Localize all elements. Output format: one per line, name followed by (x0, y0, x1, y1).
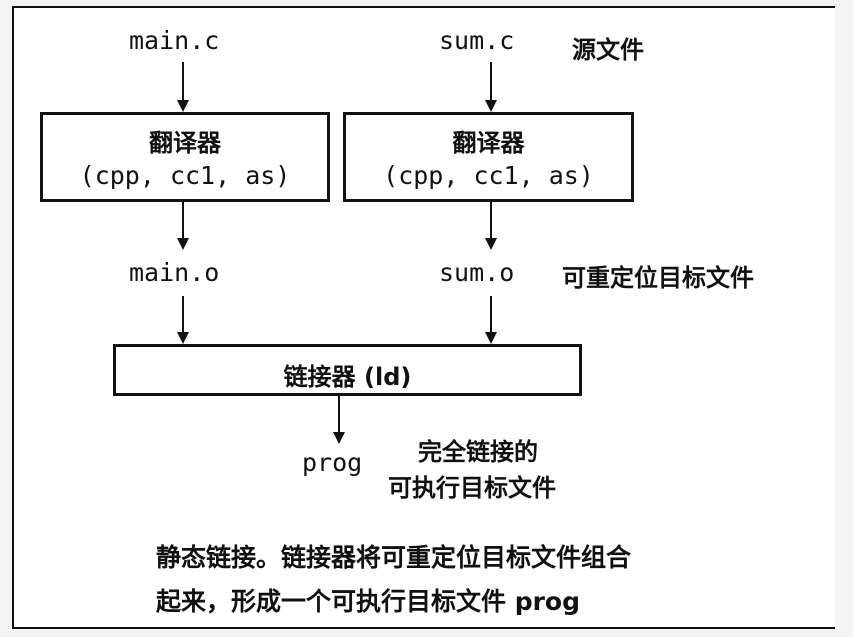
executable-label-line2: 可执行目标文件 (388, 474, 556, 502)
diagram-canvas (12, 6, 835, 629)
relocatable-files-label: 可重定位目标文件 (562, 264, 754, 292)
arrow-main-c-to-translator (176, 62, 190, 112)
arrow-translator-to-main-o (176, 202, 190, 250)
object-sum-o: sum.o (439, 258, 515, 287)
translator-right-tools: (cpp, cc1, as) (383, 161, 594, 190)
translator-box-left: 翻译器 (cpp, cc1, as) (40, 112, 330, 202)
object-main-o: main.o (129, 258, 220, 287)
source-files-label: 源文件 (572, 36, 644, 64)
linker-label: 链接器 (ld) (283, 363, 412, 391)
arrow-linker-to-prog (332, 396, 346, 444)
arrow-sum-o-to-linker (484, 296, 498, 344)
linker-box: 链接器 (ld) (113, 344, 582, 396)
arrow-main-o-to-linker (176, 296, 190, 344)
translator-box-right: 翻译器 (cpp, cc1, as) (343, 112, 634, 202)
output-prog: prog (302, 448, 363, 477)
source-sum-c: sum.c (439, 26, 515, 55)
caption-line2: 起来，形成一个可执行目标文件 prog (156, 587, 581, 616)
translator-right-title: 翻译器 (452, 129, 525, 157)
translator-left-tools: (cpp, cc1, as) (79, 161, 291, 190)
translator-left-title: 翻译器 (149, 129, 221, 157)
source-main-c: main.c (129, 26, 220, 55)
executable-label-line1: 完全链接的 (418, 438, 538, 466)
arrow-translator-to-sum-o (484, 202, 498, 250)
arrow-sum-c-to-translator (484, 62, 498, 112)
caption-line1: 静态链接。链接器将可重定位目标文件组合 (156, 543, 632, 572)
